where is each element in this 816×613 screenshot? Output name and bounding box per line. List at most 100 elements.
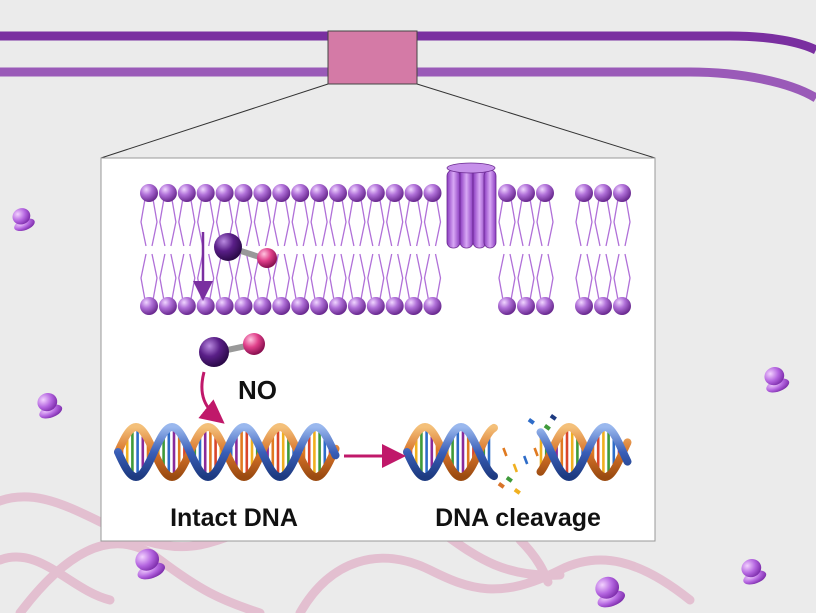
lipid-tails xyxy=(140,198,631,301)
lipid-head xyxy=(347,184,366,202)
lipid-head xyxy=(613,184,631,202)
lipid-tail xyxy=(140,198,158,247)
lipid-tail xyxy=(234,198,253,247)
lipid-head xyxy=(196,184,215,202)
lipid-head xyxy=(253,297,272,315)
dna-cleavage-label: DNA cleavage xyxy=(435,504,601,532)
lipid-tail xyxy=(159,253,177,301)
lipid-tail xyxy=(536,253,554,301)
lipid-tail xyxy=(348,198,366,247)
lipid-head xyxy=(329,297,347,315)
intact-dna-label: Intact DNA xyxy=(170,504,298,532)
lipid-tail xyxy=(594,198,612,247)
ribosome-icon xyxy=(37,392,63,419)
lipid-head xyxy=(215,297,234,315)
lipid-tail xyxy=(594,253,612,301)
lipid-head xyxy=(613,297,631,315)
lipid-head xyxy=(423,297,442,315)
lipid-head xyxy=(177,297,196,315)
lipid-head xyxy=(423,184,442,202)
lipid-tail xyxy=(404,198,423,247)
lipid-head xyxy=(329,184,347,202)
lipid-tail xyxy=(348,253,366,301)
lipid-head xyxy=(385,184,404,202)
zoom-line-right xyxy=(416,83,656,159)
lipid-tail xyxy=(367,253,385,301)
lipid-tail xyxy=(310,253,328,301)
lipid-head xyxy=(594,184,612,202)
lipid-tail xyxy=(575,198,593,247)
lipid-head xyxy=(291,184,310,202)
lipid-head xyxy=(272,297,291,315)
lipid-head xyxy=(498,184,516,202)
lipid-tail xyxy=(291,198,309,247)
lipid-head xyxy=(234,297,253,315)
lipid-head xyxy=(404,297,423,315)
cleaved-dna-helix-icon xyxy=(403,414,632,495)
no-molecule-icon xyxy=(199,333,265,367)
lipid-tail xyxy=(272,253,290,301)
zoom-line-left xyxy=(100,83,329,159)
lipid-tail xyxy=(197,198,215,247)
lipid-head xyxy=(385,297,404,315)
lipid-tail xyxy=(272,198,290,247)
lipid-head xyxy=(594,297,612,315)
inset-panel xyxy=(100,157,656,542)
ribosome-icon xyxy=(12,208,35,232)
lipid-head xyxy=(310,184,329,202)
lipid-head xyxy=(310,297,329,315)
lipid-head xyxy=(347,297,366,315)
lipid-tail xyxy=(498,198,516,247)
lipid-tail xyxy=(178,253,196,301)
lipid-tail xyxy=(423,253,442,301)
cell-membrane-lines xyxy=(0,31,816,102)
lipid-head xyxy=(498,297,516,315)
no-to-dna-arrow xyxy=(198,371,225,424)
lipid-tail xyxy=(253,198,272,247)
lipid-tail xyxy=(140,253,158,301)
lipid-tail xyxy=(423,198,442,247)
lipid-head xyxy=(517,184,535,202)
lipid-tail xyxy=(234,253,253,301)
no-molecule-icon xyxy=(214,233,277,268)
lipid-head xyxy=(253,184,272,202)
lipid-tail xyxy=(310,198,328,247)
lipid-head xyxy=(536,297,554,315)
lipid-tail xyxy=(498,253,516,301)
lipid-head xyxy=(517,297,535,315)
lipid-head xyxy=(177,184,196,202)
lipid-tail xyxy=(215,253,234,301)
lipid-tail xyxy=(386,253,404,301)
lipid-head xyxy=(366,297,385,315)
lipid-head xyxy=(158,184,177,202)
ribosome-icon xyxy=(764,366,790,393)
lipid-tail xyxy=(404,253,423,301)
intact-dna-helix-icon xyxy=(114,422,340,482)
lipid-tail xyxy=(575,253,593,301)
lipid-head xyxy=(536,184,554,202)
lipid-tail xyxy=(536,198,554,247)
ribosome-icon xyxy=(741,558,767,585)
lipid-head xyxy=(140,184,158,202)
lipid-head xyxy=(366,184,385,202)
lipid-tail xyxy=(291,253,309,301)
lipid-tail xyxy=(159,198,177,247)
lipid-tail xyxy=(367,198,385,247)
lipid-tail xyxy=(386,198,404,247)
lipid-tail xyxy=(517,198,535,247)
lipid-head xyxy=(575,297,593,315)
lipid-head xyxy=(272,184,291,202)
lipid-head xyxy=(140,297,158,315)
transmembrane-protein-icon xyxy=(446,162,497,249)
lipid-head xyxy=(234,184,253,202)
ribosome-icons xyxy=(12,208,790,608)
lipid-tail xyxy=(613,253,631,301)
lipid-head xyxy=(291,297,310,315)
ribosome-icon xyxy=(135,548,166,580)
lipid-head xyxy=(196,297,215,315)
lipid-tail xyxy=(517,253,535,301)
lipid-tail xyxy=(329,253,347,301)
lipid-head xyxy=(575,184,593,202)
ribosome-icon xyxy=(595,576,626,608)
lipid-tail xyxy=(613,198,631,247)
